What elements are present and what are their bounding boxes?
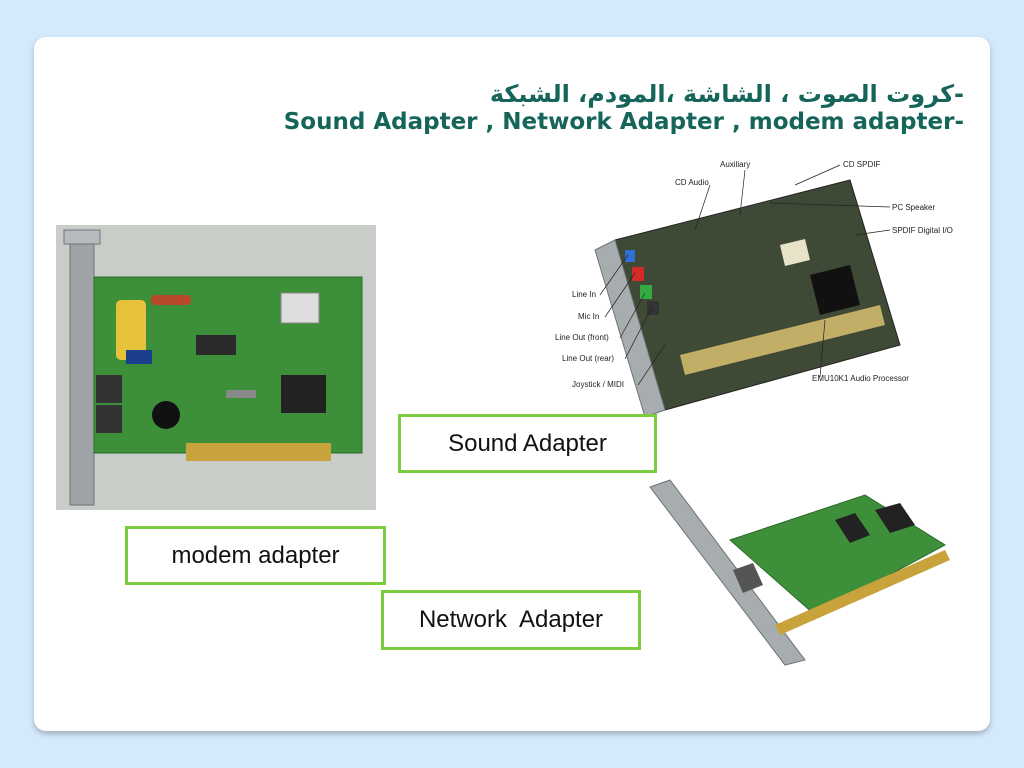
network-adapter-label: Network Adapter xyxy=(381,590,641,650)
callout-pc-speaker: PC Speaker xyxy=(892,203,935,212)
callout-line-out-rear: Line Out (rear) xyxy=(562,354,614,363)
sound-adapter-label: Sound Adapter xyxy=(398,414,657,473)
callout-cd-audio: CD Audio xyxy=(675,178,709,187)
callout-joystick-midi: Joystick / MIDI xyxy=(572,380,624,389)
modem-adapter-label: modem adapter xyxy=(125,526,386,585)
callout-line-out-front: Line Out (front) xyxy=(555,333,609,342)
callout-cd-spdif: CD SPDIF xyxy=(843,160,880,169)
callout-line-in: Line In xyxy=(572,290,596,299)
callout-mic-in: Mic In xyxy=(578,312,599,321)
modem-card-photo xyxy=(56,225,376,510)
callout-audio-processor: EMU10K1 Audio Processor xyxy=(812,374,909,383)
callout-spdif-digital-io: SPDIF Digital I/O xyxy=(892,226,953,235)
title-english: Sound Adapter , Network Adapter , modem … xyxy=(283,109,964,135)
network-card-photo xyxy=(645,475,955,670)
title-arabic: -كروت الصوت ، الشاشة ،المودم، الشبكة xyxy=(489,80,964,108)
sound-card-photo: Auxiliary CD SPDIF CD Audio PC Speaker S… xyxy=(550,155,970,430)
callout-lines xyxy=(599,164,891,386)
callout-auxiliary: Auxiliary xyxy=(720,160,750,169)
